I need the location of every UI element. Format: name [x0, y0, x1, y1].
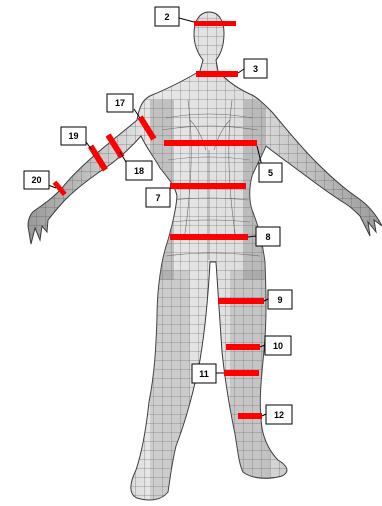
callout-17-text: 17: [115, 98, 125, 108]
callout-10-text: 10: [273, 341, 283, 351]
callout-12: 12: [266, 405, 292, 424]
band-8-hip: [170, 234, 248, 240]
band-7-waist: [170, 183, 246, 189]
callout-8: 8: [256, 227, 280, 246]
band-5-chest: [164, 140, 257, 146]
callout-2-text: 2: [164, 12, 169, 22]
callout-19: 19: [61, 127, 86, 145]
callout-11-text: 11: [199, 369, 209, 379]
callout-19-text: 19: [68, 131, 78, 141]
callout-5-text: 5: [268, 168, 273, 178]
callout-9: 9: [268, 290, 292, 309]
callout-18: 18: [126, 161, 152, 180]
band-10-knee: [226, 344, 260, 350]
band-3-neck: [196, 71, 238, 77]
band-9-thigh: [218, 298, 264, 304]
callout-8-text: 8: [265, 232, 270, 242]
callout-3-text: 3: [253, 64, 258, 74]
band-2-head: [194, 21, 236, 26]
callout-5: 5: [259, 163, 282, 182]
callout-20: 20: [24, 171, 49, 189]
callout-7: 7: [146, 188, 170, 207]
callout-17: 17: [107, 94, 133, 112]
band-12-ankle: [238, 413, 262, 419]
callout-2: 2: [155, 7, 179, 26]
callout-18-text: 18: [134, 166, 144, 176]
callout-11: 11: [192, 364, 216, 383]
callout-20-text: 20: [31, 175, 41, 185]
band-11-calf: [224, 370, 259, 376]
callout-12-text: 12: [274, 410, 284, 420]
callout-9-text: 9: [277, 295, 282, 305]
callout-7-text: 7: [155, 193, 160, 203]
callout-10: 10: [265, 336, 291, 355]
callout-3: 3: [244, 59, 267, 78]
